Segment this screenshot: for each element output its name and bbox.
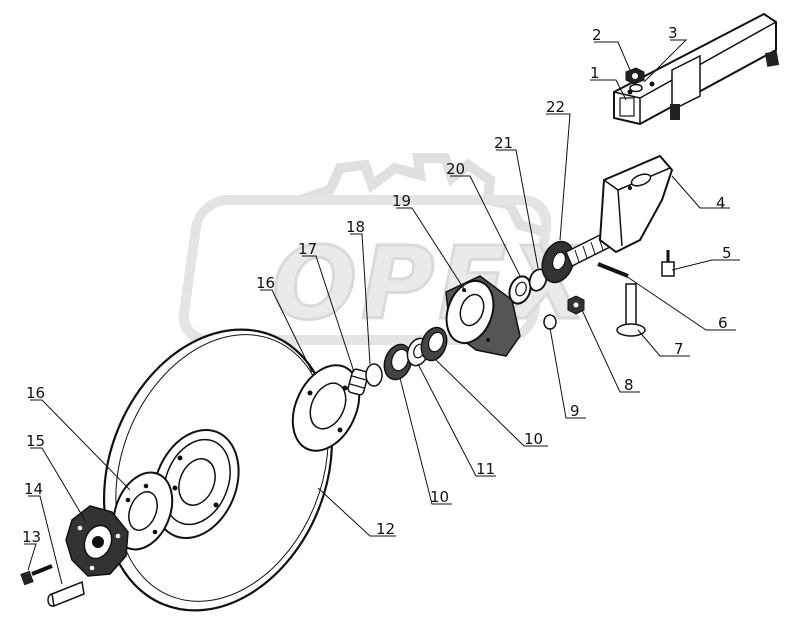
disc-blade [102, 328, 334, 612]
callout-14: 14 [24, 480, 43, 498]
bearing-10-front [383, 343, 413, 381]
bolt-7 [616, 283, 646, 337]
leader-21 [496, 149, 539, 269]
callout-13: 13 [22, 528, 41, 546]
callout-16a: 16 [26, 384, 45, 402]
leader-6 [625, 275, 736, 331]
callout-2: 2 [592, 26, 602, 44]
leader-20 [450, 175, 521, 277]
nut-8 [567, 295, 585, 315]
callout-labels: 1 2 3 4 5 6 7 8 9 10 10 11 12 13 14 15 1… [22, 24, 732, 546]
washer-3 [629, 83, 643, 93]
leader-15 [30, 447, 87, 523]
leader-10a [435, 359, 548, 447]
leader-16b [260, 289, 313, 373]
callout-9: 9 [570, 402, 580, 420]
callout-5: 5 [722, 244, 732, 262]
bolt-14 [47, 580, 85, 608]
bolt-13 [20, 564, 53, 586]
callout-19: 19 [392, 192, 411, 210]
seal-17 [347, 368, 369, 396]
bearing-10-rear [420, 326, 448, 362]
callout-11: 11 [476, 460, 495, 478]
leader-18 [350, 233, 371, 365]
disc-hub-bore [178, 458, 216, 506]
callout-3: 3 [668, 24, 678, 42]
leader-4 [671, 175, 730, 209]
callout-21: 21 [494, 134, 513, 152]
watermark-text: OPEX [272, 225, 593, 342]
callout-4: 4 [716, 194, 726, 212]
nut-2 [625, 67, 645, 85]
callout-10a: 10 [524, 430, 543, 448]
leader-22 [546, 113, 571, 241]
leader-8 [581, 309, 640, 393]
callout-15: 15 [26, 432, 45, 450]
leader-16a [30, 399, 131, 491]
callout-8: 8 [624, 376, 634, 394]
leader-17 [302, 255, 355, 373]
disc-bolt-hole [172, 485, 178, 491]
ring-18 [365, 363, 383, 387]
leader-10b [399, 377, 452, 505]
callout-7: 7 [674, 340, 684, 358]
leader-1 [590, 79, 627, 101]
callout-10b: 10 [430, 488, 449, 506]
callout-6: 6 [718, 314, 728, 332]
callout-12: 12 [376, 520, 395, 538]
callout-17: 17 [298, 240, 317, 258]
leader-7 [637, 329, 690, 357]
leader-3 [643, 39, 688, 83]
leader-2 [594, 41, 631, 71]
washer-9 [543, 314, 557, 330]
leader-lines [24, 39, 740, 585]
leader-19 [396, 207, 467, 293]
bolt-5 [661, 250, 675, 277]
callout-1: 1 [590, 64, 600, 82]
disc-blade-inner-rim [115, 334, 329, 602]
hub-cap [65, 505, 129, 577]
leader-13 [24, 543, 37, 571]
square-tube [613, 12, 780, 126]
leader-5 [671, 259, 740, 271]
callout-16b: 16 [256, 274, 275, 292]
bracket-4 [598, 154, 674, 254]
flange-plate [291, 364, 361, 452]
ring-20 [508, 275, 532, 305]
leader-11 [417, 363, 496, 477]
bearing-housing [445, 275, 521, 357]
watermark-logo: OPEX [178, 153, 593, 345]
front-plate [112, 471, 174, 551]
callout-20: 20 [446, 160, 465, 178]
leader-9 [549, 327, 586, 419]
pin-6 [597, 262, 629, 278]
leader-14 [28, 495, 63, 585]
callout-22: 22 [546, 98, 565, 116]
callout-18: 18 [346, 218, 365, 236]
leader-12 [317, 487, 396, 537]
disc-bolt-hole [177, 455, 183, 461]
disc-bolt-hole [213, 502, 219, 508]
